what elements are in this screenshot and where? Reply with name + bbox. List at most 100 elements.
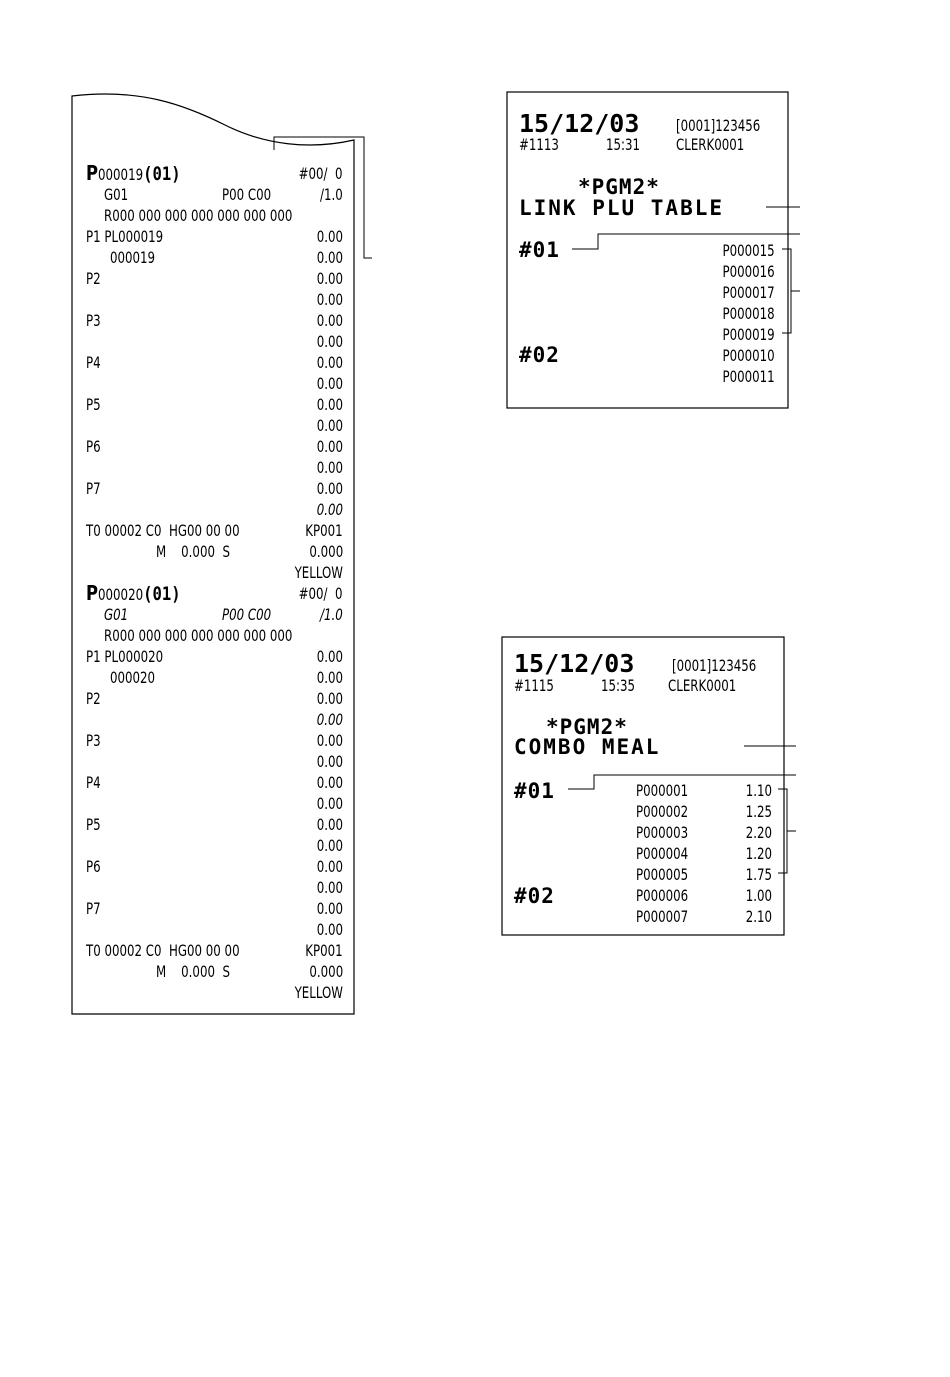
price-value: 0.00 (316, 311, 343, 330)
price-label-p2: P2 (86, 689, 101, 708)
price-value: 0.00 (316, 920, 343, 939)
price-label-p4: P4 (86, 773, 101, 792)
dept-value: #00/ 0 (299, 164, 343, 183)
machine-number: [0001]123456 (676, 116, 761, 135)
kp-code: KP001 (305, 941, 343, 960)
p1-label: P1 PL000020 (86, 647, 164, 666)
mode-label: *PGM2* (546, 715, 628, 739)
combo-price: 2.10 (745, 907, 772, 926)
combo-plu: P000007 (636, 907, 689, 926)
price-label-p3: P3 (86, 311, 101, 330)
linked-plu: P000018 (722, 304, 775, 323)
combo-price: 1.00 (745, 886, 772, 905)
entry-label: #01 (519, 238, 560, 262)
price-value: 0.00 (316, 794, 343, 813)
price-label-p3: P3 (86, 731, 101, 750)
mode-label: *PGM2* (578, 175, 660, 199)
code-value: 0.00 (316, 248, 343, 267)
r-line: R000 000 000 000 000 000 000 (104, 206, 293, 225)
plu-header: P000019(01) (86, 161, 181, 185)
consecutive-number: #1115 (514, 676, 554, 695)
combo-price: 1.75 (745, 865, 772, 884)
ratio: /1.0 (320, 185, 343, 204)
consecutive-number: #1113 (519, 135, 559, 154)
price-value: 0.00 (316, 773, 343, 792)
m-line: M 0.000 S (156, 542, 230, 561)
receipt-time: 15:31 (606, 135, 641, 154)
price-value: 0.00 (316, 731, 343, 750)
price-label-p6: P6 (86, 857, 101, 876)
price-label-p4: P4 (86, 353, 101, 372)
linked-plu: P000015 (722, 241, 775, 260)
linked-plu: P000011 (722, 367, 775, 386)
entry-label: #02 (519, 343, 560, 367)
clerk-name: CLERK0001 (676, 135, 745, 154)
linked-plu: P000019 (722, 325, 775, 344)
s-value: 0.000 (309, 542, 343, 561)
price-value: 0.00 (316, 710, 343, 729)
price-value: 0.00 (316, 374, 343, 393)
p1-value: 0.00 (316, 227, 343, 246)
color-label: YELLOW (294, 983, 343, 1002)
combo-plu: P000003 (636, 823, 689, 842)
price-value: 0.00 (316, 290, 343, 309)
price-value: 0.00 (316, 836, 343, 855)
t-line: T0 00002 C0 HG00 00 00 (86, 941, 240, 960)
price-label-p5: P5 (86, 815, 101, 834)
price-value: 0.00 (316, 479, 343, 498)
t-line: T0 00002 C0 HG00 00 00 (86, 521, 240, 540)
price-label-p6: P6 (86, 437, 101, 456)
clerk-name: CLERK0001 (668, 676, 737, 695)
price-value: 0.00 (316, 269, 343, 288)
receipt-time: 15:35 (601, 676, 636, 695)
pcode: P00 C00 (222, 605, 272, 624)
price-value: 0.00 (316, 395, 343, 414)
dept-value: #00/ 0 (299, 584, 343, 603)
combo-plu: P000001 (636, 781, 689, 800)
group-code: G01 (104, 185, 129, 204)
price-value: 0.00 (316, 689, 343, 708)
p1-value: 0.00 (316, 647, 343, 666)
combo-price: 1.20 (745, 844, 772, 863)
entry-label: #01 (514, 779, 555, 803)
report-title: LINK PLU TABLE (519, 196, 725, 220)
price-value: 0.00 (316, 416, 343, 435)
color-label: YELLOW (294, 563, 343, 582)
combo-price: 2.20 (745, 823, 772, 842)
price-value: 0.00 (316, 857, 343, 876)
price-value: 0.00 (316, 752, 343, 771)
linked-plu: P000010 (722, 346, 775, 365)
price-value: 0.00 (316, 353, 343, 372)
entry-label: #02 (514, 884, 555, 908)
price-value: 0.00 (316, 437, 343, 456)
combo-plu: P000002 (636, 802, 689, 821)
price-value: 0.00 (316, 899, 343, 918)
pcode: P00 C00 (222, 185, 272, 204)
code-line: 000020 (110, 668, 156, 687)
price-value: 0.00 (316, 815, 343, 834)
p1-label: P1 PL000019 (86, 227, 164, 246)
s-value: 0.000 (309, 962, 343, 981)
m-line: M 0.000 S (156, 962, 230, 981)
combo-plu: P000004 (636, 844, 689, 863)
price-value: 0.00 (316, 458, 343, 477)
r-line: R000 000 000 000 000 000 000 (104, 626, 293, 645)
ratio: /1.0 (320, 605, 343, 624)
price-value: 0.00 (316, 332, 343, 351)
receipt-date: 15/12/03 (519, 109, 640, 138)
combo-price: 1.25 (745, 802, 772, 821)
price-label-p2: P2 (86, 269, 101, 288)
combo-plu: P000006 (636, 886, 689, 905)
group-code: G01 (104, 605, 129, 624)
linked-plu: P000017 (722, 283, 775, 302)
price-label-p5: P5 (86, 395, 101, 414)
code-line: 000019 (110, 248, 156, 267)
price-label-p7: P7 (86, 479, 101, 498)
plu-header: P000020(01) (86, 581, 181, 605)
linked-plu: P000016 (722, 262, 775, 281)
price-label-p7: P7 (86, 899, 101, 918)
price-value: 0.00 (316, 878, 343, 897)
combo-plu: P000005 (636, 865, 689, 884)
kp-code: KP001 (305, 521, 343, 540)
